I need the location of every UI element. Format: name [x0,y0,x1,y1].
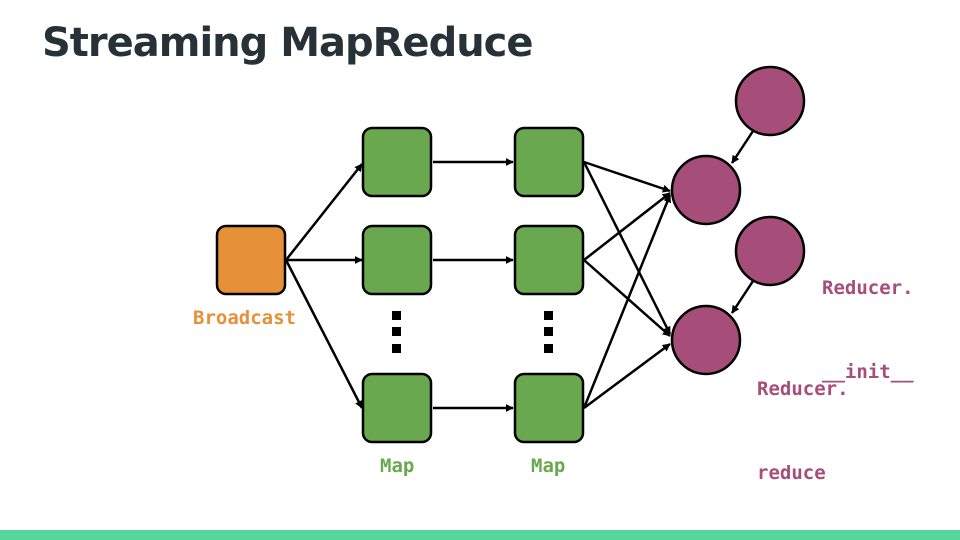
map-node-col1-row1 [361,126,433,198]
map-node-col2-row3 [513,372,585,444]
reducer-node-2 [670,304,742,376]
ellipsis-col2 [544,311,553,353]
map-label-col1: Map [380,455,415,477]
reducer-reduce-label: Reducer. reduce [757,319,849,515]
map-to-map-arrows [433,158,514,412]
arrow-init-1-to-reducer-1 [730,127,757,164]
reducer-init-node-2 [734,215,806,287]
map-node-col1-row2 [361,224,433,296]
map-node-col2-row1 [513,126,585,198]
arrow-map-1b-to-reducer-2 [582,161,672,335]
reducer-node-1 [670,154,742,226]
bottom-accent-bar [0,530,960,540]
ellipsis-col1 [392,311,401,353]
arrow-map-2b-to-reducer-2 [583,259,671,337]
reducer-init-label-line1: Reducer. [822,277,914,299]
arrow-map-3b-to-reducer-1 [582,194,672,409]
arrow-init-2-to-reducer-2 [730,277,757,314]
reducer-reduce-label-line2: reduce [757,462,826,484]
map-node-col1-row3 [361,372,433,444]
reducer-init-node-1 [734,65,806,137]
broadcast-arrows [284,163,364,409]
arrow-map-1b-to-reducer-1 [583,160,671,193]
arrow-map-2b-to-reducer-1 [583,192,671,261]
map-node-col2-row2 [513,224,585,296]
init-arrows [730,127,757,314]
arrow-broadcast-to-map-3a [284,259,364,409]
reducer-init-label: Reducer. __init__ [822,218,914,414]
arrow-broadcast-to-map-1a [285,163,363,261]
slide-title: Streaming MapReduce [42,20,534,66]
reducer-reduce-label-line1: Reducer. [757,378,849,400]
map-label-col2: Map [531,455,566,477]
arrow-map-3b-to-reducer-2 [583,342,671,410]
broadcast-node [215,224,287,296]
map-to-reducer-arrows [582,160,672,410]
broadcast-label: Broadcast [193,307,296,329]
reducer-init-label-line2: __init__ [822,361,914,383]
